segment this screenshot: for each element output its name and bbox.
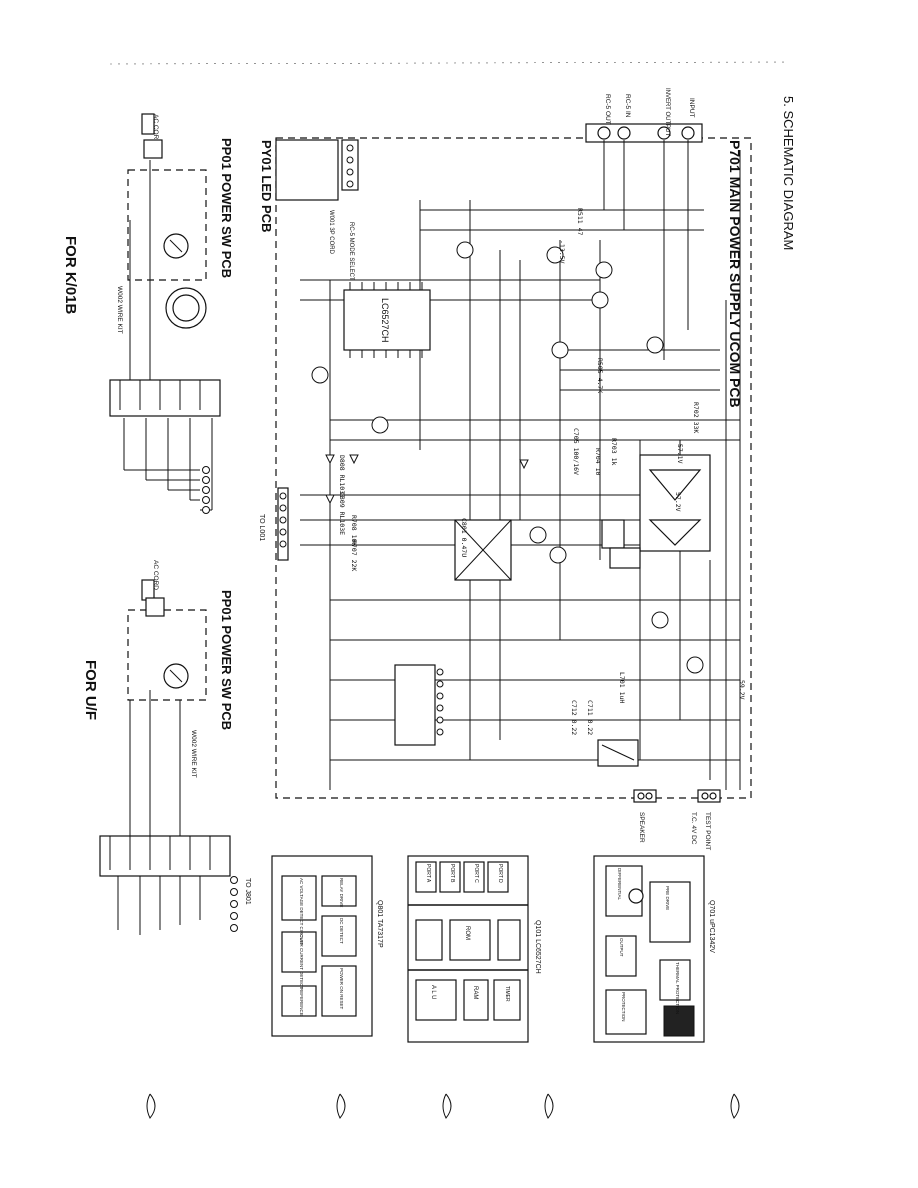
q701-block-2: PRE DRIVE xyxy=(665,886,670,910)
q101-block-diagram: Q101 LC6527CH PORT A PORT B PORT C PORT … xyxy=(407,855,541,1043)
label-d809: D809 RL103E xyxy=(338,492,346,535)
power-sw-title-a: PP01 POWER SW PCB xyxy=(219,138,234,278)
label-test-point: TEST POINT xyxy=(704,812,711,850)
q101-block-b: PORT B xyxy=(449,864,455,883)
jack-panel: RC-5 OUT RC-5 IN INVERT OUTPUT INPUT xyxy=(585,88,703,143)
label-inverted-output: INVERT OUTPUT xyxy=(664,88,670,136)
led-pcb: PY01 LED PCB RC-5 MODE SELECT W001 3P CO… xyxy=(259,139,359,281)
label-tc-dc: T.C. 4V DC xyxy=(690,812,697,845)
wire-kit-b: W002 WIRE KIT xyxy=(190,730,197,778)
ac-cord-label-a: AC CORD xyxy=(152,114,159,144)
j801-connector: TO L001 xyxy=(258,487,289,561)
ucom-ic: LC6527CH xyxy=(343,282,431,358)
power-sw-title-b: PP01 POWER SW PCB xyxy=(219,590,234,730)
label-rc-in: RC-5 IN xyxy=(624,94,631,118)
label-r511: R511 47 xyxy=(576,208,584,235)
q801-block-2: RELAY DRIVE xyxy=(339,878,344,907)
label-r704: R704 10 xyxy=(594,448,602,475)
section-title: 5. SCHEMATIC DIAGRAM xyxy=(781,96,796,250)
wire-kit-a: W002 WIRE KIT xyxy=(116,286,123,334)
protection-ic xyxy=(394,664,444,746)
q801-title: Q801 TA7317P xyxy=(376,900,383,948)
discrete-parts xyxy=(311,241,704,674)
label-to-j801: TO J801 xyxy=(244,878,251,905)
label-3p-cord: W001 3P CORD xyxy=(328,210,334,255)
ucom-ic-label: LC6527CH xyxy=(380,298,390,343)
q101-block-alu: A L U xyxy=(430,985,436,999)
label-rc-out: RC-5 OUT xyxy=(604,94,611,125)
label-mode-select: RC-5 MODE SELECT xyxy=(348,222,354,281)
bridge-rectifier xyxy=(454,519,512,581)
label-v3: 57.2V xyxy=(674,492,682,512)
q701-block-diagram: Q701 uPC1342V DIFFERENTIAL PRE DRIVE THE… xyxy=(593,855,715,1043)
label-c801: C801 0.47U xyxy=(460,518,468,557)
variant-uf: FOR U/F xyxy=(82,660,99,720)
label-input: INPUT xyxy=(688,98,695,118)
q801-block-4: DC DETECT xyxy=(339,918,344,944)
q801-block-6: REFERENCE xyxy=(299,988,304,1016)
label-r505: R505 4.7K xyxy=(596,358,604,393)
q801-block-3: OVER CURRENT DETECT xyxy=(299,934,304,989)
label-c705: C705 100/16V xyxy=(572,428,580,475)
q801-block-5: POWER ON RESET xyxy=(339,968,344,1010)
q701-title: Q701 uPC1342V xyxy=(708,900,715,953)
q701-block-4: PROTECTION xyxy=(621,992,626,1022)
label-c711: C711 0.22 xyxy=(586,700,594,735)
q101-block-d: PORT D xyxy=(497,864,503,883)
output-connectors: SPEAKER TEST POINT T.C. 4V DC xyxy=(633,789,721,850)
label-r702: R702 33K xyxy=(692,402,700,433)
power-sw-pcb-uf: PP01 POWER SW PCB AC CORD FOR U/F W002 W… xyxy=(82,560,251,935)
label-speaker: SPEAKER xyxy=(638,812,645,843)
label-v4: -57.1V xyxy=(676,440,684,464)
q101-block-ram: RAM xyxy=(472,986,478,999)
q101-block-rom: ROM xyxy=(464,926,470,940)
label-r801: R707 22K xyxy=(350,540,358,571)
component-labels: R511 47 R702 33K R703 1k R704 10 R707 22… xyxy=(338,208,746,735)
label-v1: -13.5V xyxy=(558,240,566,264)
q101-block-a: PORT A xyxy=(425,864,431,883)
q101-block-c: PORT C xyxy=(473,864,479,883)
q701-block-1: DIFFERENTIAL xyxy=(617,868,622,901)
label-to-l001: TO L001 xyxy=(258,514,265,541)
label-v5: 59.2V xyxy=(738,680,746,700)
main-wiring xyxy=(300,140,741,790)
binder-marks xyxy=(146,1093,740,1119)
main-board: P701 MAIN POWER SUPPLY UCOM PCB xyxy=(275,137,752,799)
label-r802: R708 10K xyxy=(350,515,358,546)
q701-block-5: OUTPUT xyxy=(619,938,624,957)
label-l701: L701 1uH xyxy=(618,672,626,703)
ac-cord-label-b: AC CORD xyxy=(152,560,159,590)
q801-block-diagram: Q801 TA7317P AC VOLTAGE DETECT CIRCUIT R… xyxy=(271,855,383,1037)
scan-noise xyxy=(109,61,791,65)
q701-block-3: THERMAL PROTECTION xyxy=(675,962,680,1014)
label-d808: D808 RL103E xyxy=(338,455,346,498)
q101-title: Q101 LC6527CH xyxy=(534,920,541,974)
label-r703: R703 1k xyxy=(610,438,618,465)
led-pcb-title: PY01 LED PCB xyxy=(259,140,274,232)
power-amp-section xyxy=(601,454,711,569)
q101-block-timer: TIMER xyxy=(504,986,510,1002)
power-sw-pcb-k: PP01 POWER SW PCB AC CORD FOR K/01B W002… xyxy=(62,113,234,514)
main-board-title: P701 MAIN POWER SUPPLY UCOM PCB xyxy=(727,140,743,408)
label-c712: C712 0.22 xyxy=(570,700,578,735)
relay xyxy=(597,739,639,767)
variant-k: FOR K/01B xyxy=(62,236,79,315)
q801-block-1: AC VOLTAGE DETECT CIRCUIT xyxy=(299,878,304,945)
